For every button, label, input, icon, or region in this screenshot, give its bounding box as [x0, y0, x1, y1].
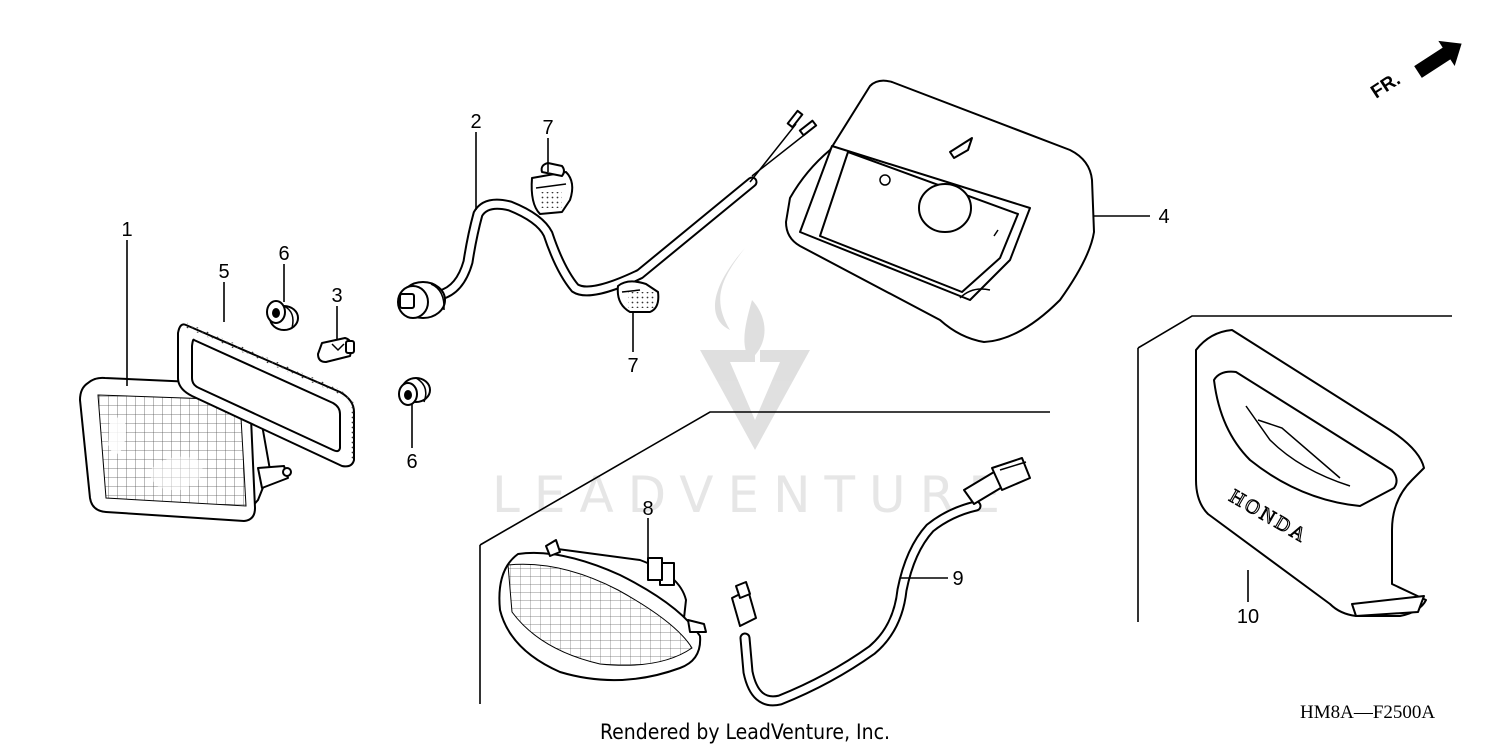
part-7-clamp-upper[interactable] — [530, 162, 574, 215]
front-arrow-icon — [1414, 40, 1462, 78]
callout-1[interactable]: 1 — [121, 219, 132, 241]
callout-10[interactable]: 10 — [1237, 606, 1259, 628]
wire-clamp-icon — [530, 162, 574, 215]
callout-3[interactable]: 3 — [331, 285, 342, 307]
front-direction-indicator: FR. — [1367, 40, 1462, 103]
part-6-grommet-lower[interactable] — [398, 377, 431, 406]
callout-2[interactable]: 2 — [470, 111, 481, 133]
callout-8[interactable]: 8 — [642, 498, 653, 520]
wire-clamp-icon — [616, 280, 660, 313]
callout-7-lower[interactable]: 7 — [627, 355, 638, 377]
watermark: LEADVENTURE — [492, 248, 1014, 524]
part-7-clamp-lower[interactable] — [616, 280, 660, 313]
callouts: 1 5 6 3 2 7 7 6 4 8 9 10 — [121, 111, 1259, 628]
callout-6-lower[interactable]: 6 — [406, 451, 417, 473]
part-9-sub-harness[interactable] — [731, 457, 1031, 707]
part-3-bulb[interactable] — [317, 337, 355, 363]
part-10-rear-cover[interactable]: HONDA — [1195, 329, 1427, 617]
callout-6-upper[interactable]: 6 — [278, 243, 289, 265]
part-1-tail-lamp-lens[interactable] — [79, 376, 292, 522]
lamp-housing-icon — [785, 79, 1095, 343]
callout-4[interactable]: 4 — [1158, 206, 1169, 228]
combination-lamp-icon — [498, 539, 707, 682]
watermark-brand: LEADVENTURE — [492, 466, 1014, 524]
bulb-icon — [317, 337, 355, 363]
callout-5[interactable]: 5 — [218, 261, 229, 283]
front-label: FR. — [1367, 69, 1404, 103]
part-6-grommet-upper[interactable] — [266, 300, 299, 331]
part-5-gasket[interactable] — [177, 322, 357, 468]
rear-cover-icon: HONDA — [1195, 329, 1427, 617]
diagram-code: HM8A—F2500A — [1300, 702, 1435, 723]
leadventure-logo-icon — [700, 248, 810, 450]
wire-harness-socket-icon — [397, 109, 818, 319]
leader-lines — [126, 132, 1249, 602]
render-credit: Rendered by LeadVenture, Inc. — [600, 720, 890, 744]
grommet-icon — [398, 377, 431, 406]
part-2-wire-harness[interactable] — [397, 109, 818, 319]
callout-7-upper[interactable]: 7 — [542, 117, 553, 139]
part-8-combination-lamp[interactable] — [498, 539, 707, 682]
section-borders — [479, 315, 1452, 704]
grommet-icon — [266, 300, 299, 331]
callout-9[interactable]: 9 — [952, 568, 963, 590]
part-4-lamp-housing[interactable] — [785, 79, 1095, 343]
sub-harness-icon — [731, 457, 1031, 707]
